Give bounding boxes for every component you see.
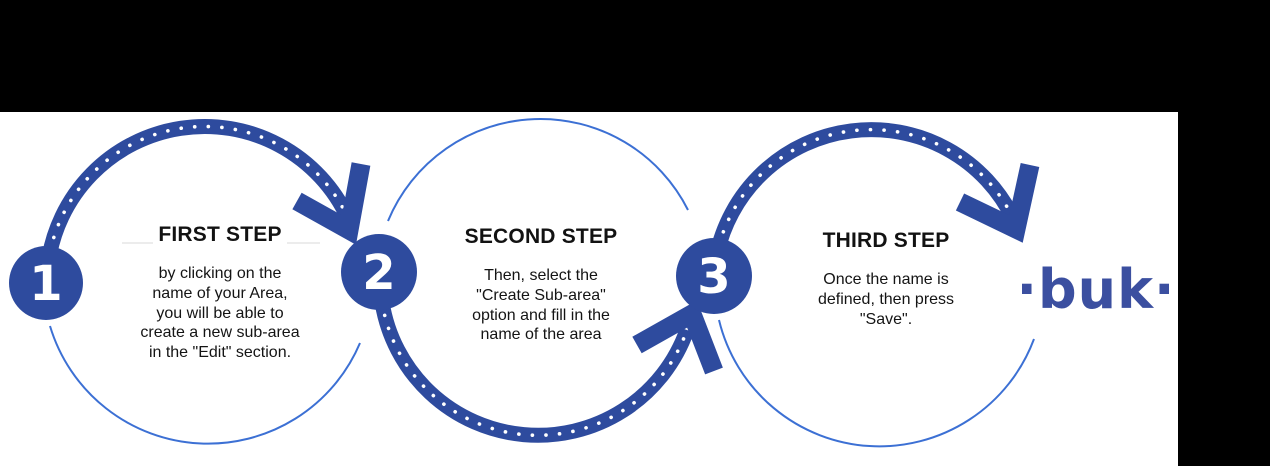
step-2-number-circle — [341, 234, 417, 310]
step-2-title: SECOND STEP — [424, 224, 658, 250]
diagram-canvas: 1 2 3 FIRST STEP by clicking on the name … — [0, 112, 1178, 466]
step-2-description: Then, select the "Create Sub-area" option … — [424, 266, 658, 345]
step-description-line: you will be able to — [156, 304, 284, 322]
step-1-number: 1 — [29, 256, 62, 312]
step-description-line: name of your Area, — [152, 284, 288, 302]
step-2-block: SECOND STEP Then, select the "Create Sub-… — [424, 224, 658, 345]
step-description-line: defined, then press — [817, 290, 955, 308]
step-1-description: by clicking on the name of your Area, you … — [103, 264, 337, 363]
process-cycle-diagram: 1 2 3 — [9, 118, 1040, 448]
cycle-2-dotted-line — [380, 300, 689, 438]
step-description-line: Then, select the — [484, 267, 598, 284]
cycle-1-thin-arc — [49, 325, 361, 445]
step-description-line: "Save". — [859, 310, 913, 328]
step-description-line: name of the area — [480, 326, 602, 344]
cycle-1-dotted-line — [46, 124, 350, 266]
cycle-2-arrow-head-icon — [632, 300, 723, 375]
step-3-block: THIRD STEP Once the name is defined, then… — [769, 228, 1003, 329]
step-3-description: Once the name is defined, then press "Save… — [769, 270, 1003, 329]
right-letterbox-bar — [1178, 0, 1270, 466]
step-1-block: FIRST STEP by clicking on the name of you… — [103, 222, 337, 363]
step-3-title: THIRD STEP — [769, 228, 1003, 254]
step-description-line: "Create Sub-area" — [476, 286, 606, 304]
buk-logo: ·buk· — [1016, 258, 1176, 321]
step-description-line: by clicking on the — [158, 265, 282, 282]
cycle-2-thin-arc — [387, 118, 689, 222]
top-letterbox-bar — [0, 0, 1270, 112]
step-description-line: option and fill in the — [472, 306, 610, 324]
cycle-1-arrow-head-icon — [292, 162, 371, 245]
step-description-line: Once the name is — [823, 271, 949, 288]
cycle-3-thick-arc — [708, 122, 1021, 260]
step-1-number-circle — [9, 246, 83, 320]
step-1-title: FIRST STEP — [103, 222, 337, 248]
cycle-3-thin-arc — [718, 319, 1035, 448]
cycle-3-arrow-head-icon — [955, 162, 1040, 243]
step-2-number: 2 — [362, 245, 395, 301]
step-3-number: 3 — [697, 249, 730, 305]
step-description-line: in the "Edit" section. — [148, 344, 292, 362]
step-description-line: create a new sub-area — [140, 324, 300, 342]
step-3-number-circle — [676, 238, 752, 314]
